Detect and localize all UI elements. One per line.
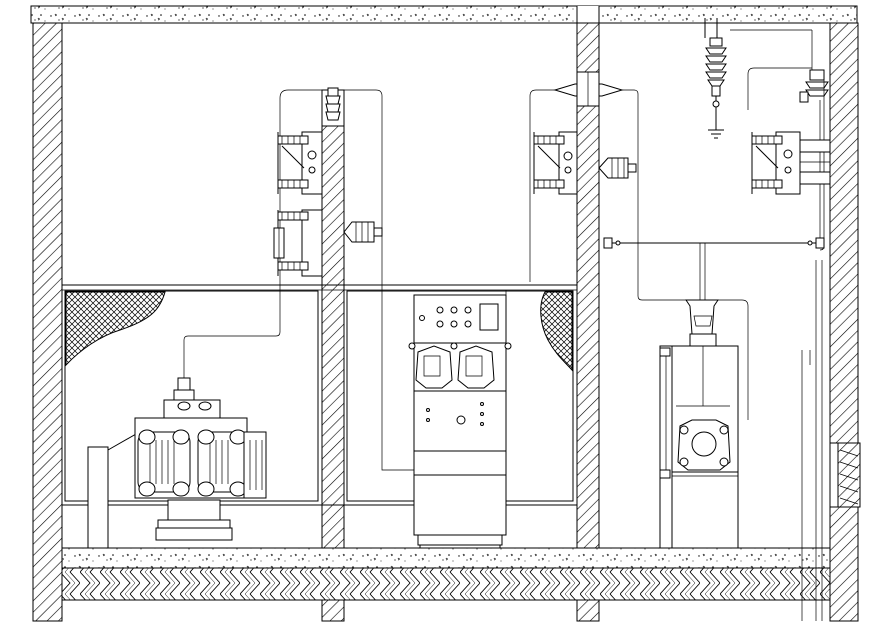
surge-arrester [704, 18, 813, 139]
cable-termination-wall-1 [321, 87, 414, 471]
side-bushing-wall-2 [598, 157, 637, 179]
floor-slab [61, 547, 831, 601]
disconnect-switch-middle [533, 131, 578, 195]
disconnect-switch-left [273, 131, 323, 277]
power-transformer [87, 89, 322, 549]
wall-entrance-bushing-right [747, 67, 829, 621]
voltage-transformer-cabinet [659, 299, 739, 549]
roof-slab [30, 5, 858, 24]
switchgear-cabinet [408, 89, 558, 548]
wall-middle-2 [576, 22, 600, 622]
wall-right [829, 22, 861, 622]
disconnect-switch-right [751, 131, 831, 195]
right-room-cabling [637, 295, 749, 420]
wall-bushing-top [553, 71, 639, 296]
horizontal-busbar [603, 237, 825, 300]
wall-left [32, 22, 63, 622]
transformer-room [64, 290, 319, 502]
switchgear-room [346, 290, 574, 502]
wall-middle-1 [321, 125, 345, 622]
